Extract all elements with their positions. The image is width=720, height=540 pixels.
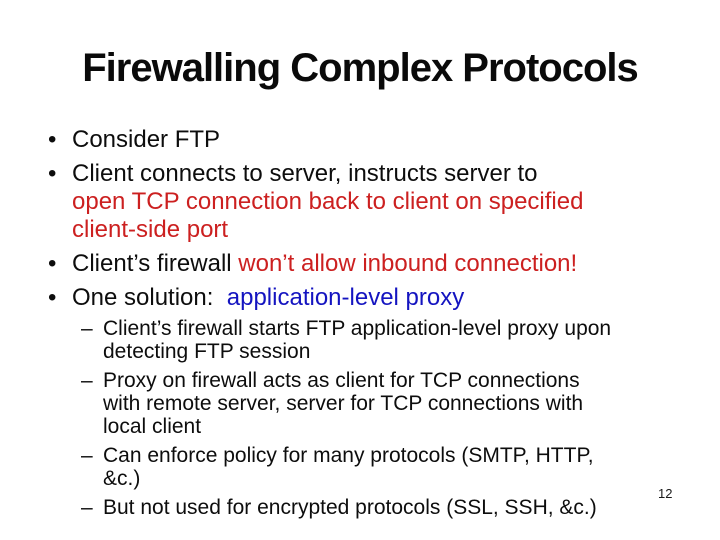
text-segment: local client [103, 415, 202, 438]
dash-marker: – [81, 317, 93, 340]
text-segment: client-side port [72, 216, 229, 243]
text-segment: &c.) [103, 467, 141, 490]
sub-bullet-list: –Client’s firewall starts FTP applicatio… [81, 317, 706, 525]
text-segment: One solution: [72, 284, 227, 311]
text-segment: Can enforce policy for many protocols (S… [103, 444, 594, 467]
text-segment: won’t allow inbound connection! [238, 250, 578, 277]
text-line: open TCP connection back to client on sp… [72, 188, 698, 216]
text-line: &c.) [103, 467, 706, 490]
bullet-item: • Consider FTP [48, 126, 698, 154]
text-line: Client’s firewall starts FTP application… [103, 317, 706, 340]
text-line: But not used for encrypted protocols (SS… [103, 496, 706, 519]
text-segment: Client’s firewall [72, 250, 239, 277]
text-segment: application-level proxy [226, 284, 465, 311]
text-segment: But not used for encrypted protocols (SS… [103, 496, 597, 519]
bullet-marker: • [48, 250, 57, 277]
text-segment: Proxy on firewall acts as client for TCP… [103, 369, 580, 392]
text-line: Client connects to server, instructs ser… [72, 160, 698, 188]
text-line: Consider FTP [72, 126, 698, 154]
bullet-marker: • [48, 160, 57, 187]
text-line: Proxy on firewall acts as client for TCP… [103, 369, 706, 392]
page-number: 12 [658, 486, 673, 501]
text-line: Client’s firewall won’t allow inbound co… [72, 250, 698, 278]
text-segment: Client connects to server, instructs ser… [72, 160, 538, 187]
bullet-list: • Consider FTP • Client connects to server,… [48, 126, 698, 318]
bullet-item: • One solution: application-level proxy [48, 284, 698, 312]
text-line: One solution: application-level proxy [72, 284, 698, 312]
text-line: Can enforce policy for many protocols (S… [103, 444, 706, 467]
dash-marker: – [81, 496, 93, 519]
sub-bullet-item: –Client’s firewall starts FTP applicatio… [81, 317, 706, 363]
text-segment: open TCP connection back to client on sp… [72, 188, 584, 215]
text-line: with remote server, server for TCP conne… [103, 392, 706, 415]
sub-bullet-item: –But not used for encrypted protocols (S… [81, 496, 706, 519]
bullet-marker: • [48, 284, 57, 311]
text-line: local client [103, 415, 706, 438]
bullet-item: • Client connects to server, instructs se… [48, 160, 698, 244]
sub-bullet-item: –Can enforce policy for many protocols (… [81, 444, 706, 490]
slide-title: Firewalling Complex Protocols [82, 46, 639, 90]
text-segment: with remote server, server for TCP conne… [103, 392, 584, 415]
text-line: detecting FTP session [103, 340, 706, 363]
bullet-item: • Client’s firewall won’t allow inbound c… [48, 250, 698, 278]
text-segment: Consider FTP [72, 126, 221, 153]
text-segment: detecting FTP session [103, 340, 311, 363]
bullet-marker: • [48, 126, 57, 153]
text-segment: Client’s firewall starts FTP application… [103, 317, 612, 340]
dash-marker: – [81, 444, 93, 467]
dash-marker: – [81, 369, 93, 392]
text-line: client-side port [72, 216, 698, 244]
sub-bullet-item: –Proxy on firewall acts as client for TC… [81, 369, 706, 438]
